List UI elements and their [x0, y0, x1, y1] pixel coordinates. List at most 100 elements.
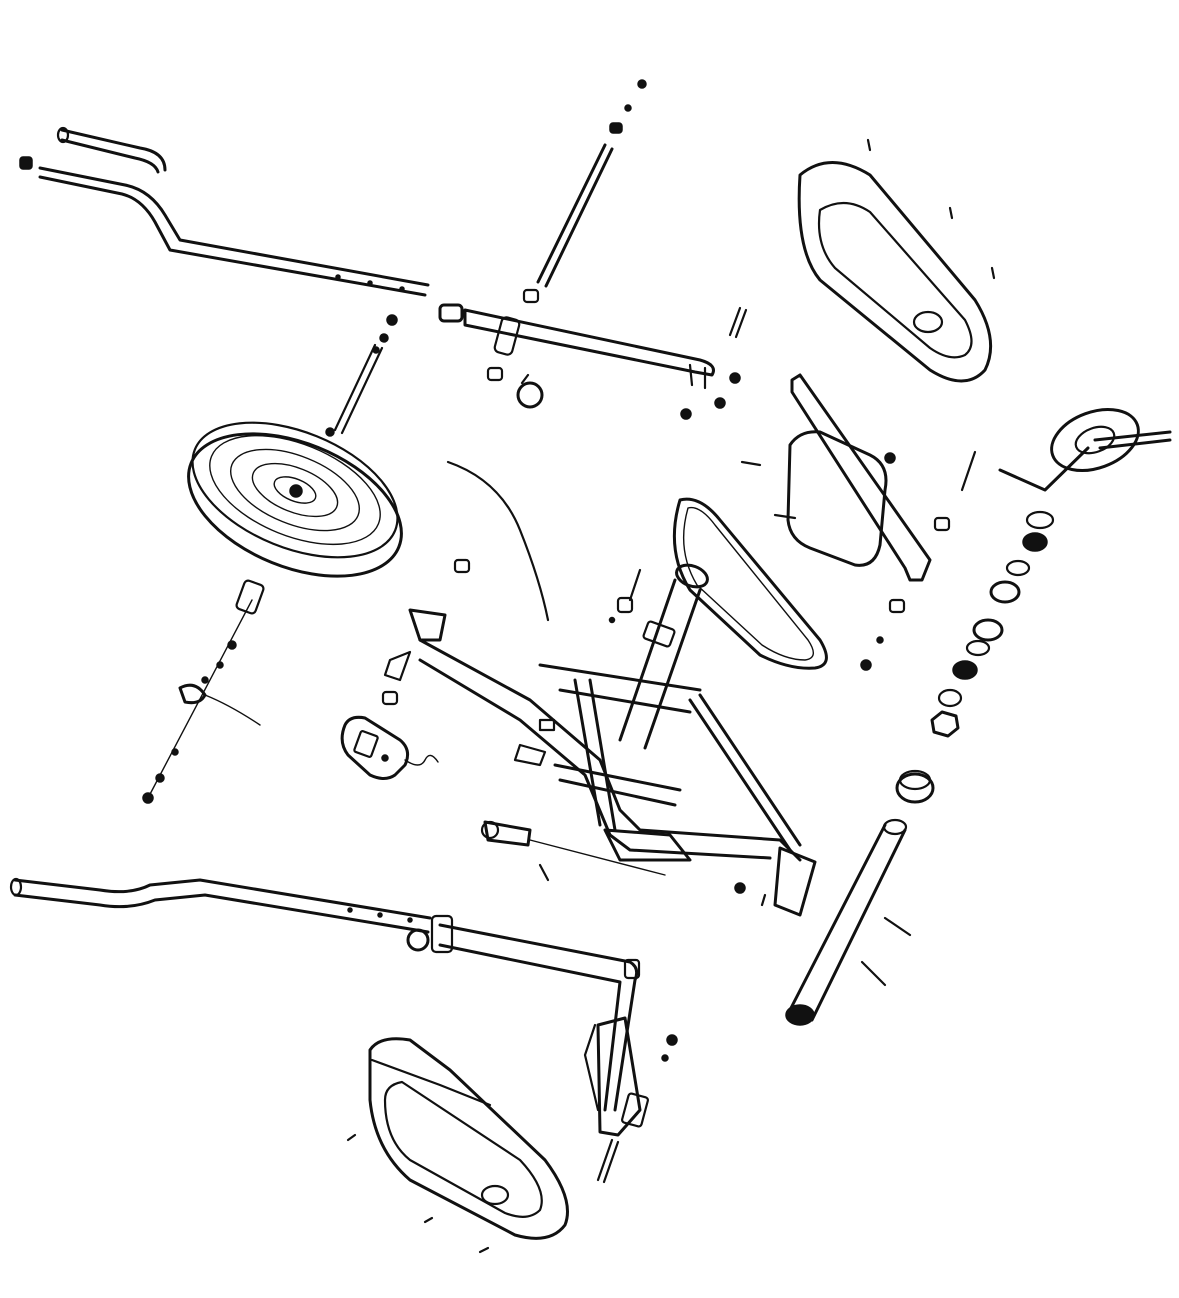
part-47-nut [734, 882, 746, 894]
part-6L-pedal [596, 1016, 642, 1137]
part-1-main-frame [383, 608, 817, 917]
part-51-washer [661, 1054, 669, 1062]
part-52-washer [624, 104, 632, 112]
part-16-bushing [438, 303, 464, 323]
part-14-grip [60, 128, 167, 174]
part-7L-end [9, 877, 23, 897]
part-7R-hole [367, 280, 373, 286]
part-19-bushing [888, 598, 906, 614]
part-42-nut [379, 333, 389, 343]
part-15-end-cap [19, 156, 33, 170]
part-19-bushing [522, 288, 540, 304]
part-22-axle [333, 343, 384, 435]
part-26-sensor-wire [204, 694, 261, 726]
part-6R-pedal-arm [790, 373, 932, 582]
part-39-screw [423, 1216, 434, 1224]
part-44-bolt [740, 460, 797, 520]
part-12-shaft [536, 143, 614, 288]
part-4-arm [463, 308, 715, 377]
part-48-nut [860, 659, 872, 671]
part-59-bolt [628, 568, 642, 602]
part-34-belt [672, 497, 828, 670]
part-5-pivot [406, 928, 430, 952]
part-7L-hole [377, 912, 383, 918]
part-8L-cover [368, 1037, 569, 1240]
part-60-screw [608, 616, 616, 624]
part-45-nut [680, 408, 692, 420]
part-50-console [340, 715, 439, 780]
part-34-belt-inner [682, 506, 814, 661]
part-20-nut [729, 372, 741, 384]
part-7R-hole [399, 286, 405, 292]
part-36-knob-end [480, 820, 500, 840]
part-30L-bearing [952, 660, 978, 680]
part-31-ring [1005, 559, 1031, 577]
part-19-bushing [381, 690, 399, 706]
part-7R-hole [335, 274, 341, 280]
part-18-clamp [616, 596, 634, 614]
part-38-screw [866, 138, 872, 152]
part-25-cap [386, 314, 398, 326]
part-33-nut [930, 710, 960, 738]
part-56-spacer [609, 122, 623, 134]
part-51-washer [876, 636, 884, 644]
part-62-bolt [960, 450, 977, 492]
part-39-screw [948, 206, 954, 220]
part-2-post [618, 563, 709, 750]
part-26-sensor [178, 683, 207, 705]
part-3-base-tube [785, 818, 908, 1026]
part-57-bolt [637, 79, 647, 89]
part-23-washer [201, 676, 209, 684]
part-19-bushing [486, 366, 504, 382]
part-5-joint [623, 958, 641, 980]
part-5-bracket [430, 914, 454, 954]
part-36-tension-knob [483, 820, 532, 847]
part-7R-handlebar [38, 166, 430, 297]
part-17-knob-stem [520, 373, 530, 385]
part-axle-line [147, 599, 253, 799]
part-39-screw [990, 266, 996, 280]
part-32-bearing [972, 618, 1004, 642]
part-9-flywheel [187, 421, 403, 578]
part-40-cable [529, 839, 666, 876]
part-19-bushing [453, 558, 471, 574]
part-13-end-cap [895, 772, 935, 804]
part-27-crank-arm [1093, 430, 1172, 450]
part-7L-hole [347, 907, 353, 913]
part-4-pivot [493, 316, 521, 356]
part-39-screw [478, 1246, 490, 1254]
part-53-hub [235, 579, 265, 615]
part-23-washer [372, 346, 380, 354]
part-46B-bolt [760, 893, 767, 907]
part-5-arm [438, 923, 639, 1112]
part-63-bolt [596, 1138, 620, 1184]
part-14-grip-end [56, 126, 70, 144]
part-48-nut [666, 1034, 678, 1046]
part-6L-block [621, 1092, 649, 1128]
part-31-ring [965, 639, 991, 657]
part-6L-pedal-base [583, 1023, 600, 1112]
part-19-bushing [933, 516, 951, 532]
part-46-bolt [860, 960, 887, 987]
part-13-end-cap-top [898, 769, 932, 791]
part-38-screw [346, 1133, 357, 1142]
part-7L-hole [407, 917, 413, 923]
part-17-knob [516, 381, 544, 409]
part-4-clevis [688, 363, 707, 390]
part-55-ring [937, 688, 963, 708]
part-11-pedal [786, 430, 888, 567]
part-40-screw [538, 863, 550, 882]
part-32-bearing [989, 580, 1021, 604]
part-45-nut [884, 452, 896, 464]
part-29-ring [1025, 510, 1055, 530]
part-61-bolt [728, 306, 748, 339]
part-20-nut [714, 397, 726, 409]
part-7L-handlebar [13, 878, 432, 934]
part-21-washer [325, 427, 335, 437]
part-46-bolt [883, 916, 912, 937]
part-72-crank [998, 408, 1140, 492]
part-30R-bearing [1022, 532, 1048, 552]
part-8R-cover [797, 161, 993, 383]
